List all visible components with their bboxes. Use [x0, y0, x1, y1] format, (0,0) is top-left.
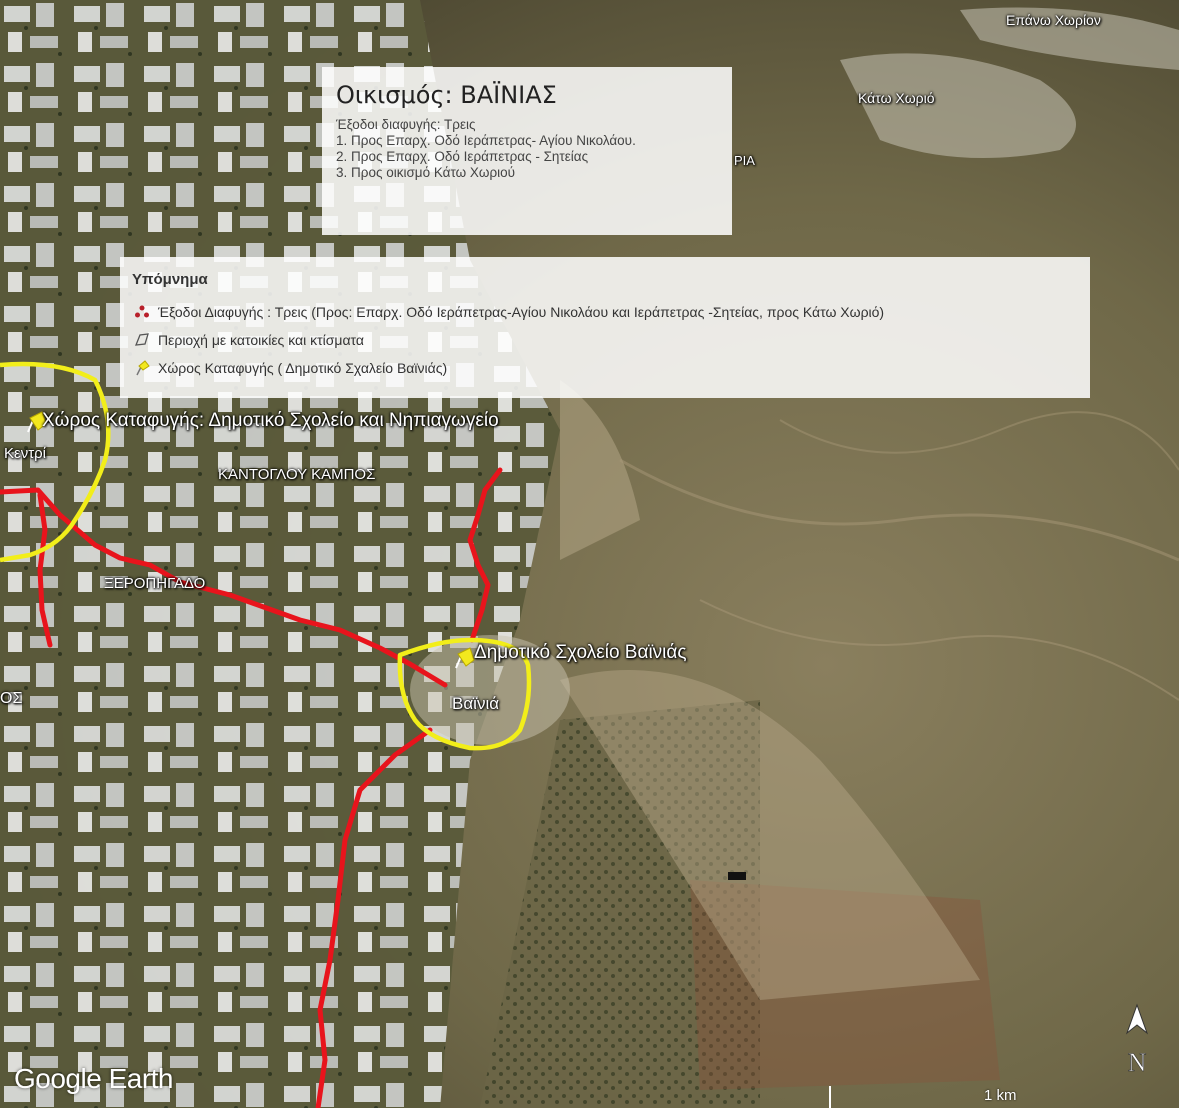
legend-label: Χώρος Καταφυγής ( Δημοτικό Σχαλείο Βαϊνι… [158, 360, 448, 376]
legend-item-shelter: Χώρος Καταφυγής ( Δημοτικό Σχαλείο Βαϊνι… [134, 360, 447, 376]
route-south [315, 727, 433, 1108]
legend-item-settlement-area: Περιοχή με κατοικίες και κτίσματα [134, 332, 364, 348]
info-line: 1. Προς Επαρχ. Οδό Ιεράπετρας- Αγίου Νικ… [336, 133, 636, 148]
legend-panel: Υπόμνημα Έξοδοι Διαφυγής : Τρεις (Προς: … [120, 257, 1090, 398]
route-north [467, 467, 503, 643]
north-arrow-icon[interactable]: N [1117, 1003, 1157, 1078]
olive-groves [480, 700, 760, 1108]
scale-bar-tick [829, 1086, 831, 1108]
dark-spot [728, 872, 746, 880]
place-label-ria: ΡΙΑ [734, 153, 755, 168]
settlement-title: Οικισμός: ΒΑΪΝΙΑΣ [336, 81, 557, 109]
escape-info-lines: Έξοδοι διαφυγής: Τρεις 1. Προς Επαρχ. Οδ… [336, 117, 732, 181]
vainia-settlement-outline [397, 637, 532, 751]
google-earth-logo: Google Earth [14, 1063, 174, 1094]
place-label-kentri: Κεντρί [4, 445, 46, 462]
place-label-vainia: Βαϊνιά [452, 694, 500, 713]
settlement-outlines [0, 361, 532, 751]
pushpin-icon-vainia [455, 647, 475, 669]
pin-label-shelter-school-kindergarten[interactable]: Χώρος Καταφυγής: Δημοτικό Σχολείο και Νη… [42, 410, 499, 431]
route-kentri-south [37, 492, 53, 648]
escape-exits-icon [134, 304, 150, 320]
info-line: Έξοδοι διαφυγής: Τρεις [336, 117, 476, 132]
legend-label: Περιοχή με κατοικίες και κτίσματα [158, 332, 364, 348]
vainia-village-area [410, 635, 570, 745]
settlement-info-panel: Οικισμός: ΒΑΪΝΙΑΣ Έξοδοι διαφυγής: Τρεις… [322, 67, 732, 235]
place-label-kato-chorio: Κάτω Χωριό [858, 90, 935, 106]
terraced-fields [690, 880, 1000, 1090]
kato-chorio-area [840, 53, 1076, 159]
scale-bar: 1 km [829, 1086, 1174, 1108]
legend-item-escape-exits: Έξοδοι Διαφυγής : Τρεις (Προς: Επαρχ. Οδ… [134, 304, 884, 320]
escape-routes [0, 467, 503, 1108]
polygon-outline-icon [134, 332, 150, 348]
pin-label-vainia-school[interactable]: Δημοτικό Σχολείο Βαϊνιάς [474, 642, 687, 663]
legend-label: Έξοδοι Διαφυγής : Τρεις (Προς: Επαρχ. Οδ… [158, 304, 885, 320]
place-label-os: ΟΣ [0, 690, 23, 707]
info-line: 3. Προς οικισμό Κάτω Χωριού [336, 165, 516, 180]
route-west [0, 487, 448, 688]
eroded-ground [560, 670, 980, 1000]
info-line: 2. Προς Επαρχ. Οδό Ιεράπετρας - Σητείας [336, 149, 589, 164]
compass-letter: N [1128, 1048, 1147, 1077]
place-label-kantoglou-kampos: ΚΑΝΤΟΓΛΟΥ ΚΑΜΠΟΣ [218, 466, 376, 483]
place-label-xeropigado: ΞΕΡΟΠΗΓΑΔΟ [104, 575, 206, 592]
pushpin-icon-kentri [27, 411, 47, 433]
kentri-settlement-outline [0, 361, 111, 563]
epano-chorion-area [960, 7, 1179, 70]
place-label-epano-chorion: Επάνω Χωρίον [1006, 12, 1101, 28]
yellow-pushpin-icon [134, 360, 150, 376]
legend-title: Υπόμνημα [132, 271, 208, 288]
scale-bar-label: 1 km [984, 1087, 1017, 1104]
